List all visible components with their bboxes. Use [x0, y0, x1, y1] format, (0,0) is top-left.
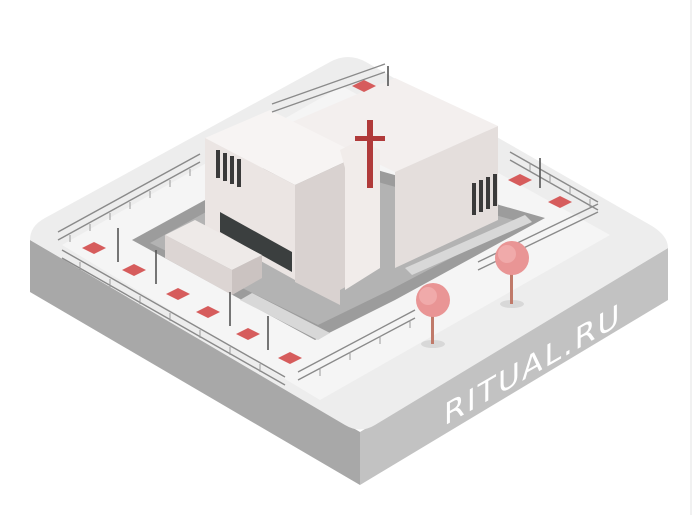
cross-icon	[355, 120, 385, 188]
bench	[508, 174, 532, 186]
platform-side-right	[360, 248, 668, 485]
low-wall-front	[165, 235, 232, 295]
walkway	[405, 215, 532, 275]
bench	[352, 80, 376, 92]
bench	[236, 328, 260, 340]
tree	[495, 241, 529, 308]
walkway-front	[240, 293, 330, 340]
church-building	[165, 78, 498, 305]
bench	[278, 352, 302, 364]
tree	[416, 283, 450, 348]
low-wall-side	[232, 255, 262, 295]
rear-block-top	[292, 78, 498, 172]
bench	[196, 306, 220, 318]
window-grille-left	[216, 150, 241, 187]
window-grille-right	[472, 174, 497, 215]
fence-posts	[69, 163, 591, 376]
entrance	[220, 212, 292, 272]
low-wall-top	[165, 220, 262, 270]
slab	[340, 140, 380, 290]
front-block-top	[205, 110, 360, 185]
bench	[548, 196, 572, 208]
platform-side-left	[30, 240, 360, 485]
bench	[82, 242, 106, 254]
rear-block-right	[395, 126, 498, 268]
lamp-posts	[117, 66, 541, 350]
bench	[166, 288, 190, 300]
bench	[122, 264, 146, 276]
right-edge-divider	[690, 0, 692, 515]
benches	[82, 80, 572, 364]
